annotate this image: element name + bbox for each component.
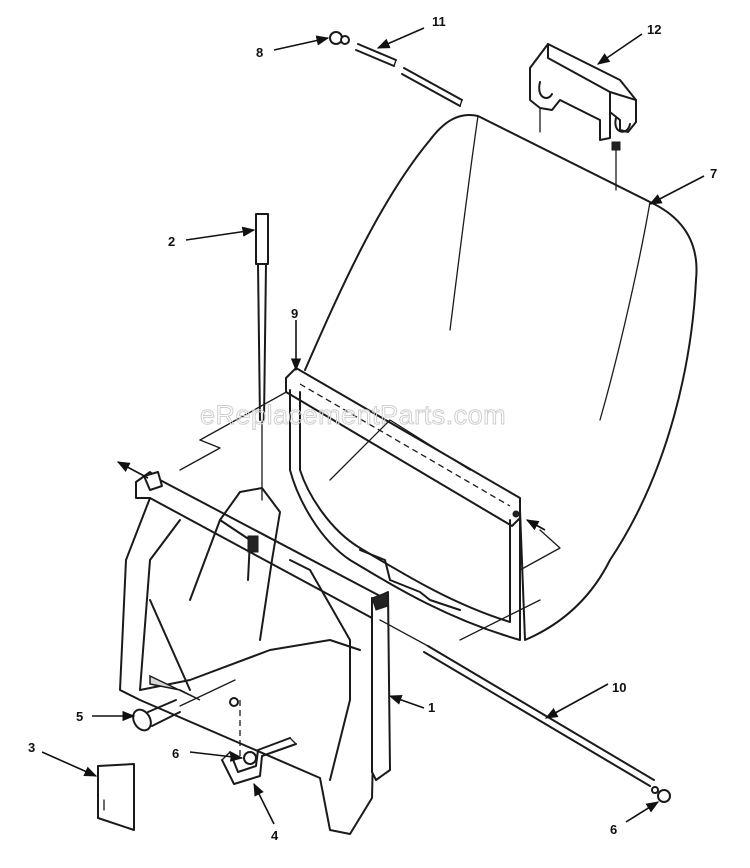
watermark-text: eReplacementParts.com — [200, 400, 506, 430]
callout-10: 10 — [612, 680, 626, 695]
part-6-nut-right — [651, 786, 671, 803]
callout-11: 11 — [432, 14, 446, 29]
leader-7 — [648, 175, 705, 205]
leader-2 — [185, 226, 256, 241]
callout-6-left: 6 — [172, 746, 179, 761]
leader-8 — [273, 35, 330, 51]
leader-4 — [253, 782, 275, 825]
leader-3 — [41, 751, 98, 777]
leader-1 — [388, 695, 425, 709]
direction-arrow-bag — [525, 519, 546, 531]
part-6-nut-left — [229, 697, 257, 765]
part-12-hanger-bracket — [529, 43, 637, 191]
part-10-long-rod — [379, 619, 655, 787]
part-2-rod — [255, 213, 269, 501]
callout-2: 2 — [168, 234, 175, 249]
leader-6b — [625, 801, 660, 823]
callout-6-right: 6 — [610, 822, 617, 837]
callout-8: 8 — [256, 45, 263, 60]
part-4-clip — [221, 700, 297, 785]
part-5-bolt — [132, 679, 236, 732]
callout-7: 7 — [710, 166, 717, 181]
leader-10 — [544, 683, 609, 719]
callout-1: 1 — [428, 700, 435, 715]
callout-9: 9 — [291, 306, 298, 321]
part-11-rods — [355, 43, 463, 107]
callout-4: 4 — [271, 828, 279, 843]
part-1-chute-body — [119, 471, 391, 835]
callout-12: 12 — [647, 22, 661, 37]
direction-arrow-left — [116, 461, 149, 479]
callout-3: 3 — [28, 740, 35, 755]
hidden-outline — [179, 389, 561, 641]
leader-6a — [189, 751, 244, 762]
part-3-decal — [97, 763, 135, 831]
leader-12 — [596, 33, 643, 65]
callout-5: 5 — [76, 709, 83, 724]
part-9-frame-handle — [285, 367, 521, 641]
part-7-grass-bag — [297, 114, 698, 641]
leader-11 — [376, 27, 425, 49]
part-8-push-nut — [329, 31, 350, 45]
